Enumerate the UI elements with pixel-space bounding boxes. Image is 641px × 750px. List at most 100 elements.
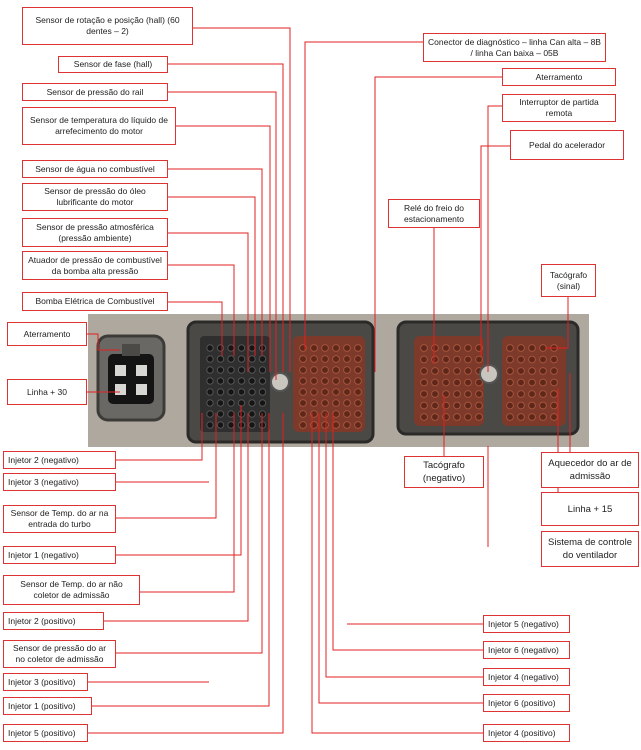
connector-pin bbox=[321, 344, 329, 352]
connector-pin bbox=[206, 388, 214, 396]
connector-pin bbox=[310, 344, 318, 352]
connector-pin bbox=[539, 378, 547, 387]
label-injetor-3-neg: Injetor 3 (negativo) bbox=[3, 473, 116, 491]
connector-pin bbox=[464, 355, 472, 364]
label-atuador-pressao: Atuador de pressão de combustível da bom… bbox=[22, 251, 168, 280]
leader-sensor-temp-ar-coletor bbox=[140, 413, 235, 593]
connector-pin bbox=[506, 390, 514, 398]
connector-pin bbox=[237, 344, 246, 352]
connector-pin bbox=[227, 366, 235, 374]
connector-pin bbox=[216, 421, 225, 429]
connector-pin bbox=[464, 401, 472, 410]
connector-pin bbox=[206, 421, 214, 429]
connector-pin bbox=[453, 378, 461, 387]
label-sensor-fase: Sensor de fase (hall) bbox=[58, 56, 168, 73]
connector-pin bbox=[321, 355, 329, 363]
connector-pin bbox=[299, 377, 307, 385]
connector-pin bbox=[464, 390, 472, 398]
connector-pin bbox=[343, 410, 351, 418]
connector-pin bbox=[332, 377, 340, 385]
power-pin-3 bbox=[115, 384, 126, 395]
label-sensor-temp-ar-turbo: Sensor de Temp. do ar na entrada do turb… bbox=[3, 505, 116, 533]
connector-pin bbox=[453, 401, 461, 410]
connector-pin bbox=[248, 399, 256, 407]
connector-pin bbox=[321, 377, 329, 385]
connector-pin bbox=[321, 410, 329, 418]
vehicle-connector-right-pins bbox=[506, 344, 558, 421]
connector-pin bbox=[420, 378, 428, 387]
connector-pin bbox=[550, 401, 558, 410]
connector-pin bbox=[420, 367, 428, 375]
connector-pin bbox=[550, 367, 558, 375]
connector-pin bbox=[354, 388, 362, 396]
label-sensor-rotacao: Sensor de rotação e posição (hall) (60 d… bbox=[22, 7, 193, 45]
vehicle-connector-left-pins bbox=[420, 344, 483, 421]
connector-pin bbox=[310, 366, 318, 374]
label-sensor-temp-ar-coletor: Sensor de Temp. do ar não coletor de adm… bbox=[3, 575, 140, 605]
connector-pin bbox=[332, 366, 340, 374]
connector-pin bbox=[420, 355, 428, 364]
connector-pin bbox=[464, 378, 472, 387]
connector-pin bbox=[321, 399, 329, 407]
label-injetor-3-pos: Injetor 3 (positivo) bbox=[3, 673, 88, 691]
leader-sensor-rotacao bbox=[193, 27, 291, 372]
connector-pin bbox=[431, 413, 439, 421]
label-injetor-5-neg: Injetor 5 (negativo) bbox=[483, 615, 570, 633]
connector-pin bbox=[453, 390, 461, 398]
connector-pin bbox=[299, 366, 307, 374]
label-tacografo-negativo: Tacógrafo (negativo) bbox=[404, 456, 484, 488]
label-pedal-acelerador: Pedal do acelerador bbox=[510, 130, 624, 160]
connector-pin bbox=[343, 344, 351, 352]
connector-pin bbox=[550, 413, 558, 421]
connector-pin bbox=[517, 367, 525, 375]
connector-pin bbox=[442, 367, 450, 375]
connector-pin bbox=[206, 366, 214, 374]
connector-pin bbox=[248, 366, 256, 374]
connector-pin bbox=[332, 399, 340, 407]
leader-sensor-temp-ar-turbo bbox=[116, 413, 217, 519]
leader-aterramento-left bbox=[87, 333, 120, 351]
connector-pin bbox=[517, 344, 525, 352]
connector-pin bbox=[517, 355, 525, 364]
connector-pin bbox=[216, 388, 225, 396]
connector-pin bbox=[310, 377, 318, 385]
connector-pin bbox=[237, 388, 246, 396]
label-injetor-2-neg: Injetor 2 (negativo) bbox=[3, 451, 116, 469]
leader-sensor-agua bbox=[168, 168, 263, 356]
vehicle-connector-bolt bbox=[479, 364, 499, 384]
label-sensor-pressao-rail: Sensor de pressão do rail bbox=[22, 83, 168, 101]
leader-bomba-eletrica bbox=[168, 301, 223, 356]
connector-pin bbox=[216, 355, 225, 363]
connector-pin bbox=[227, 399, 235, 407]
label-bomba-eletrica: Bomba Elétrica de Combustível bbox=[22, 292, 168, 311]
leader-injetor-6-pos bbox=[318, 413, 483, 704]
connector-pin bbox=[206, 399, 214, 407]
label-aterramento-left: Aterramento bbox=[7, 322, 87, 346]
connector-pin bbox=[321, 388, 329, 396]
connector-pin bbox=[248, 410, 256, 418]
label-injetor-6-neg: Injetor 6 (negativo) bbox=[483, 641, 570, 659]
connector-pin bbox=[475, 378, 483, 387]
connector-pin bbox=[442, 344, 450, 352]
connector-pin bbox=[343, 421, 351, 429]
connector-pin bbox=[354, 399, 362, 407]
connector-pin bbox=[420, 401, 428, 410]
connector-pin bbox=[431, 401, 439, 410]
label-aterramento-right: Aterramento bbox=[502, 68, 616, 86]
connector-pin bbox=[299, 355, 307, 363]
connector-pin bbox=[299, 388, 307, 396]
connector-pin bbox=[248, 377, 256, 385]
connector-pin bbox=[442, 355, 450, 364]
connector-pin bbox=[539, 413, 547, 421]
label-injetor-2-pos: Injetor 2 (positivo) bbox=[3, 612, 104, 630]
connector-pin bbox=[550, 390, 558, 398]
connector-pin bbox=[354, 355, 362, 363]
connector-pin bbox=[517, 413, 525, 421]
connector-pin bbox=[216, 410, 225, 418]
connector-pin bbox=[354, 366, 362, 374]
label-sistema-ventilador: Sistema de controle do ventilador bbox=[541, 531, 639, 567]
connector-pin bbox=[227, 355, 235, 363]
connector-pin bbox=[343, 399, 351, 407]
connector-pin bbox=[506, 401, 514, 410]
connector-pin bbox=[237, 377, 246, 385]
